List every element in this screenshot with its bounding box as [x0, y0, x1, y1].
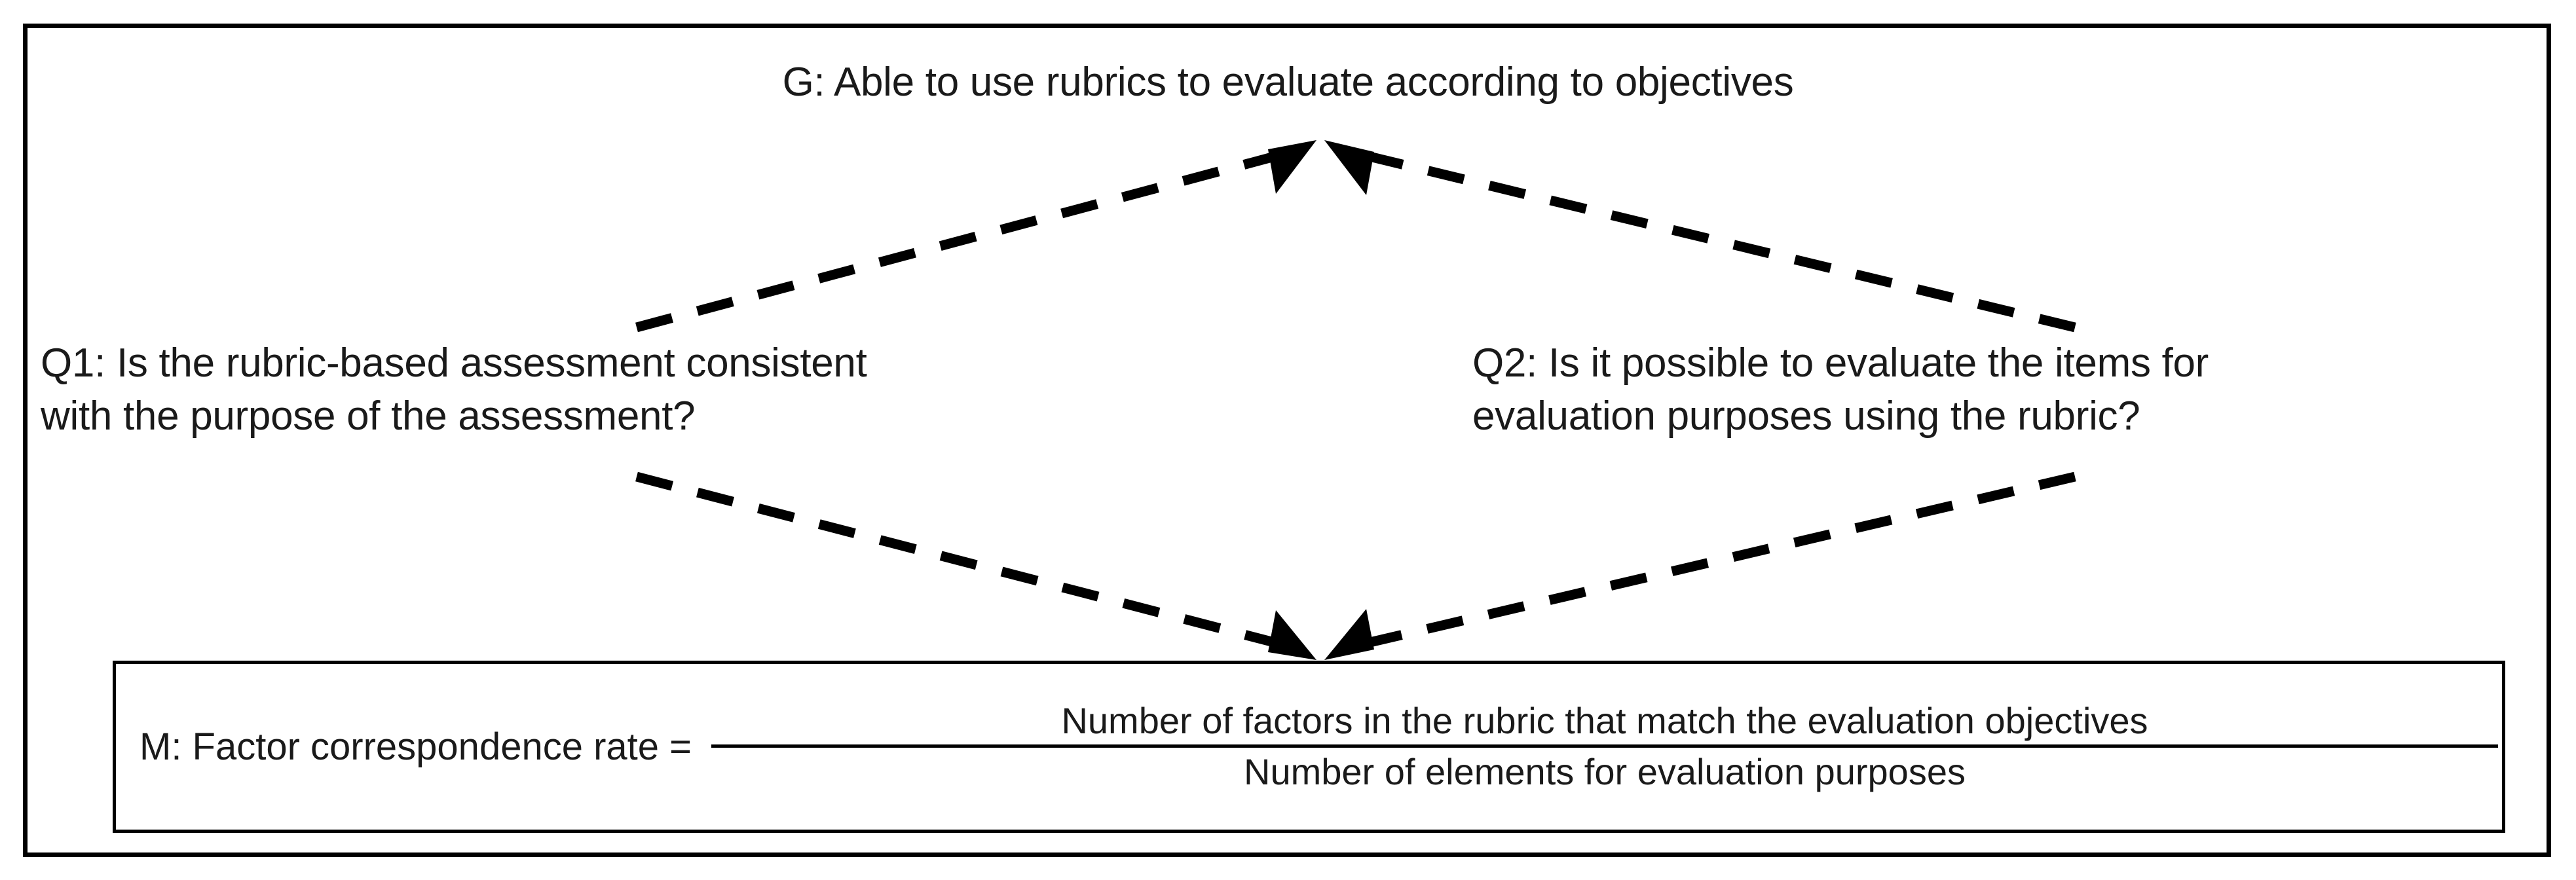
question-1-label: Q1: Is the rubric-based assessment consi…: [41, 340, 867, 439]
metric-box: M: Factor correspondence rate = Number o…: [113, 661, 2505, 833]
metric-fraction: Number of factors in the rubric that mat…: [711, 701, 2502, 792]
metric-content: M: Factor correspondence rate = Number o…: [116, 664, 2502, 830]
fraction-bar: [711, 744, 2498, 748]
goal-label: G: Able to use rubrics to evaluate accor…: [782, 60, 1794, 105]
fraction-denominator: Number of elements for evaluation purpos…: [1244, 751, 1966, 792]
fraction-numerator: Number of factors in the rubric that mat…: [1061, 700, 2148, 742]
question-2-label: Q2: Is it possible to evaluate the items…: [1472, 340, 2209, 439]
metric-label: M: Factor correspondence rate =: [140, 725, 692, 768]
